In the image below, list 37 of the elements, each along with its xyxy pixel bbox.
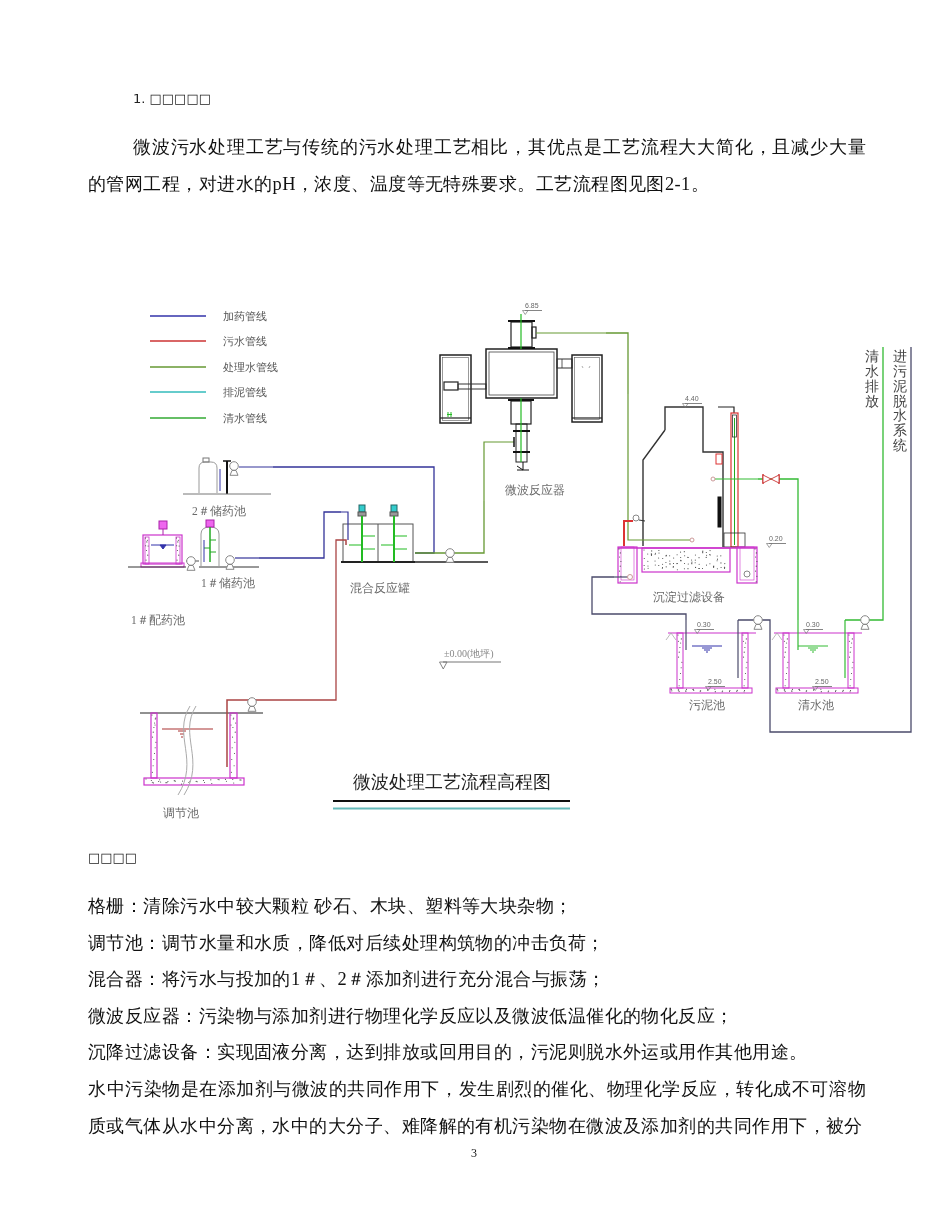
vertical-label: 清水排放: [860, 347, 883, 419]
body-paragraph: 微波污水处理工艺与传统的污水处理工艺相比，其优点是工艺流程大大简化，且减少大量的管网工程，对进水的pH，浓度、温度等无特殊要求。工艺流程图见图2-1。: [88, 136, 866, 196]
description-line: 混合器：将污水与投加的1＃、2＃添加剂进行充分混合与振荡；: [88, 968, 607, 992]
equipment-label: 污泥池: [689, 698, 725, 712]
legend-label: 污水管线: [223, 334, 267, 348]
equipment-label: 1＃配药池: [131, 613, 185, 627]
description-line: 格栅：清除污水中较大颗粒 砂石、木块、塑料等大块杂物；: [88, 895, 574, 918]
pipe-line: [844, 346, 884, 621]
pipe-line: [258, 511, 342, 559]
pipe-line: [737, 346, 912, 733]
legend-label: 清水管线: [223, 411, 267, 425]
description-line: 调节池：调节水量和水质，降低对后续处理构筑物的冲击负荷；: [88, 931, 606, 955]
equipment-label: 微波反应器: [505, 483, 565, 497]
elevation-label: ±0.00(地坪): [444, 648, 494, 660]
pipe-line: [757, 478, 799, 621]
description-line: 沉降过滤设备：实现固液分离，达到排放或回用目的，污泥则脱水外运或用作其他用途。: [88, 1041, 809, 1065]
legend-label: 加药管线: [223, 309, 267, 323]
equipment-label: 沉淀过滤设备: [653, 590, 725, 604]
vertical-label: 进污泥脱水系统: [889, 347, 911, 459]
body-paragraph: 水中污染物是在添加剂与微波的共同作用下，发生剧烈的催化、物理化学反应，转化成不可溶物质或气体从水中分离，水中的大分子、难降解的有机污染物在微波及添加剂的共同作用下，被分: [88, 1078, 866, 1138]
page-number: 3: [471, 1146, 477, 1160]
section-heading: 1. □□□□□: [133, 90, 211, 108]
pipe-line: [414, 500, 485, 554]
equipment-label: 清水池: [798, 698, 834, 712]
diagram-caption: 微波处理工艺流程高程图: [351, 771, 552, 794]
pipe-line: [272, 466, 435, 554]
pipe-line: [265, 539, 342, 701]
equipment-label: 调节池: [163, 806, 199, 820]
description-line: 微波反应器：污染物与添加剂进行物理化学反应以及微波低温催化的物化反应；: [88, 1004, 735, 1028]
equipment-label: 2＃储药池: [192, 504, 246, 518]
legend-label: 处理水管线: [223, 360, 278, 374]
pipe-line: [591, 576, 687, 621]
section-heading: □□□□: [88, 849, 138, 867]
equipment-label: 混合反应罐: [350, 581, 410, 595]
pipe-line: [605, 332, 629, 395]
equipment-label: 1＃储药池: [201, 576, 255, 590]
legend-label: 排泥管线: [223, 385, 267, 399]
